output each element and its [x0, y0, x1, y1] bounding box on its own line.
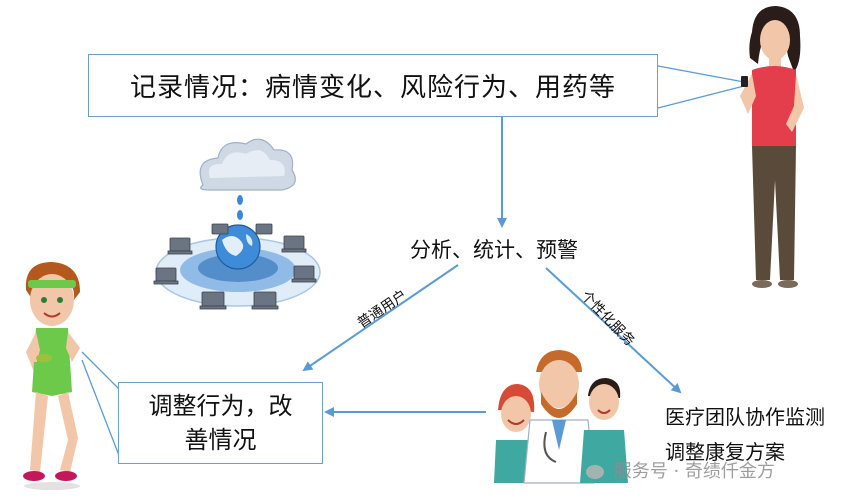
wechat-icon [586, 465, 604, 479]
runner-callout-line [81, 351, 121, 391]
record-box-text: 记录情况：病情变化、风险行为、用药等 [129, 73, 616, 103]
team-line1: 医疗团队协作监测 [665, 405, 825, 429]
team-line2: 调整康复方案 [665, 440, 785, 464]
woman-callout-line-2 [657, 85, 745, 109]
adjust-box-text: 调整行为，改 善情况 [136, 389, 306, 457]
watermark: 服务号 · 奇绩仟金方 [586, 457, 775, 483]
analysis-label: 分析、统计、预警 [410, 238, 578, 262]
adjust-box: 调整行为，改 善情况 [118, 382, 323, 464]
adjust-box-line1: 调整行为，改 [148, 392, 293, 420]
watermark-text: 服务号 · 奇绩仟金方 [613, 461, 775, 482]
woman-callout-line [657, 65, 745, 83]
adjust-box-line2: 善情况 [184, 426, 257, 454]
runner-callout-line-2 [81, 359, 121, 459]
arrow-normal-user [302, 264, 459, 372]
arrow-personalized [545, 267, 682, 394]
record-box: 记录情况：病情变化、风险行为、用药等 [88, 54, 658, 117]
